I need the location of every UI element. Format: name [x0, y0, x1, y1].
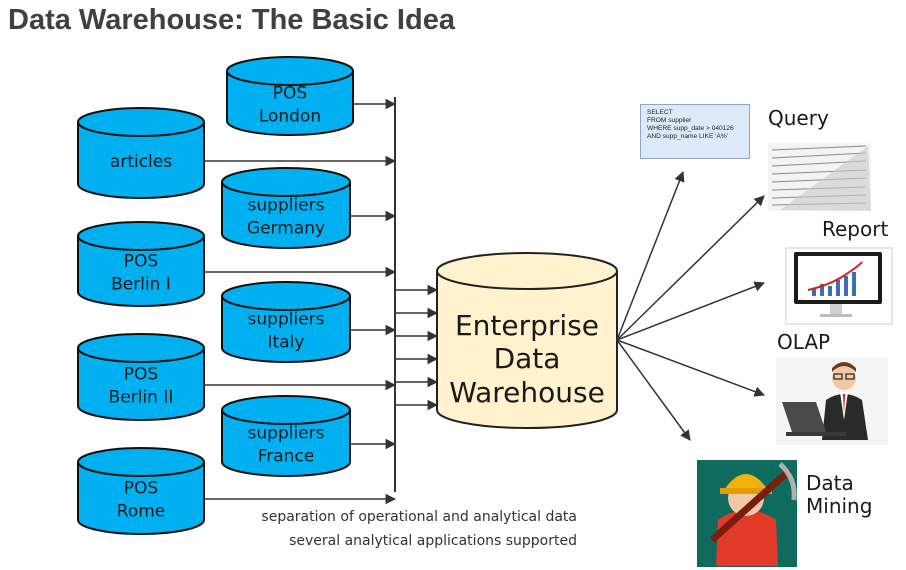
arrow-to-query: [616, 171, 685, 341]
app-label-olap: OLAP: [777, 330, 831, 354]
application-arrows: [616, 171, 765, 441]
warehouse-line-3: Warehouse: [449, 376, 605, 409]
sql-line-4: AND supp_name LIKE 'A%': [647, 133, 728, 140]
source-connectors: [204, 97, 439, 505]
olap-person-icon: [776, 357, 888, 445]
enterprise-data-warehouse[interactable]: Enterprise Data Warehouse: [436, 252, 618, 429]
caption-line-1: separation of operational and analytical…: [261, 509, 577, 525]
source-databases: POSLondonarticlessuppliersGermanyPOSBerl…: [77, 56, 354, 535]
cylinder-label-suppliers-germany-0: suppliers: [248, 196, 325, 216]
cylinder-label-pos-london-1: London: [259, 107, 321, 127]
arrow-to-olap: [616, 339, 765, 397]
sql-line-3: WHERE supp_date > 040126: [647, 125, 734, 132]
cylinder-label-pos-rome-1: Rome: [117, 502, 165, 522]
caption-line-2: several analytical applications supporte…: [289, 533, 577, 549]
sql-query-note: SELECT FROM supplier WHERE supp_date > 0…: [640, 104, 750, 159]
cylinder-label-pos-rome-0: POS: [124, 479, 158, 499]
cylinder-label-pos-berlin-2-1: Berlin II: [109, 388, 174, 408]
cylinder-label-pos-berlin-2-0: POS: [124, 365, 158, 385]
app-label-query: Query: [768, 106, 829, 130]
cylinder-label-suppliers-italy-0: suppliers: [248, 310, 325, 330]
warehouse-line-2: Data: [494, 342, 561, 375]
warehouse-line-1: Enterprise: [455, 309, 599, 342]
cylinder-label-suppliers-france-1: France: [258, 447, 315, 467]
cylinder-label-suppliers-france-0: suppliers: [248, 424, 325, 444]
report-monitor-icon: [785, 247, 893, 325]
arrow-to-report: [616, 281, 765, 341]
arrow-to-data-mining: [616, 339, 691, 441]
paper-stack-icon: [768, 143, 871, 211]
page-title: Data Warehouse: The Basic Idea: [8, 4, 455, 36]
cylinder-label-pos-london-0: POS: [273, 84, 307, 104]
data-mining-miner-icon: [697, 460, 797, 567]
cylinder-label-pos-berlin-1-1: Berlin I: [111, 275, 171, 295]
cylinder-pos-rome[interactable]: POS Rome: [77, 447, 205, 535]
app-label-data-mining: Data Mining: [806, 471, 873, 518]
cylinder-label-suppliers-germany-1: Germany: [247, 219, 325, 239]
cylinder-pos-berlin-2[interactable]: POS Berlin II: [77, 333, 205, 421]
cylinder-label-articles-0: articles: [110, 152, 172, 172]
arrow-to-query-docs: [616, 195, 765, 341]
sql-line-1: SELECT: [647, 109, 673, 116]
app-label-report: Report: [822, 217, 889, 241]
cylinder-label-pos-berlin-1-0: POS: [124, 252, 158, 272]
cylinder-pos-london[interactable]: POS London: [226, 56, 354, 136]
cylinder-label-suppliers-italy-1: Italy: [268, 333, 305, 353]
cylinder-articles[interactable]: articles: [77, 107, 205, 199]
sql-line-2: FROM supplier: [647, 117, 692, 124]
cylinder-pos-berlin-1[interactable]: POS Berlin I: [77, 221, 205, 307]
